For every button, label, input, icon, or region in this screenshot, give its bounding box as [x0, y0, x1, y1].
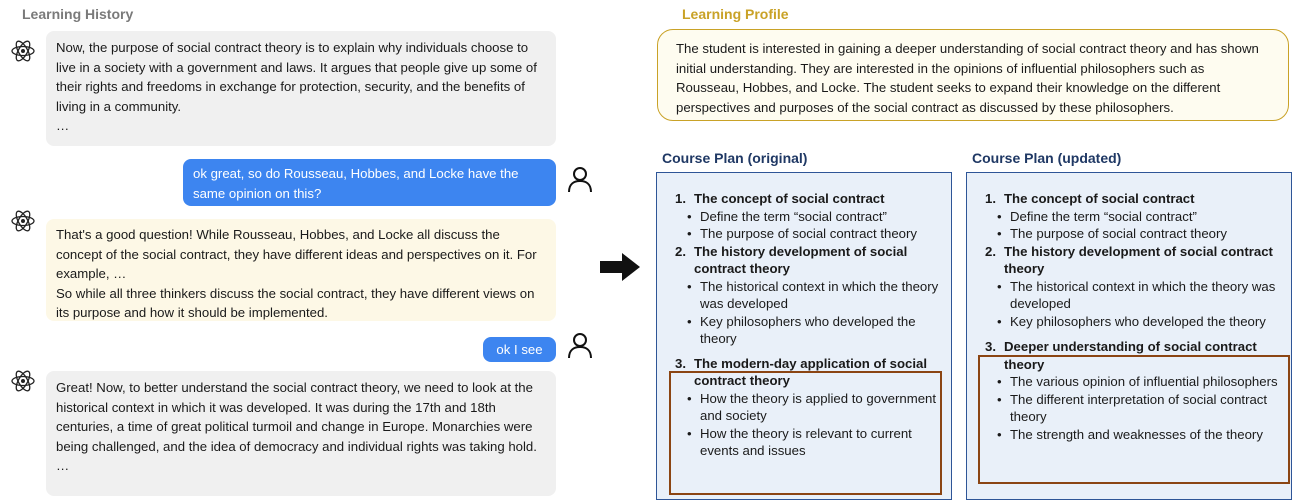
section-heading: The modern-day application of social con… — [694, 355, 928, 389]
bullet-text: Key philosophers who developed the theor… — [700, 313, 916, 347]
user-avatar-icon — [568, 333, 592, 359]
course-plan-original-title: Course Plan (original) — [662, 150, 808, 166]
bot-message: Now, the purpose of social contract theo… — [46, 31, 556, 146]
message-text: So while all three thinkers discuss the … — [56, 285, 535, 321]
section-number: 3. — [675, 355, 686, 371]
plan-section: 3. The modern-day application of social c… — [675, 355, 939, 460]
bullet-text: Key philosophers who developed the theor… — [1010, 313, 1266, 329]
section-number: 2. — [675, 243, 686, 259]
bullet-glyph: • — [687, 313, 692, 329]
section-heading: The history development of social contra… — [694, 243, 908, 277]
bullet-glyph: • — [687, 208, 692, 224]
bullet-text: How the theory is applied to government … — [700, 390, 937, 424]
bullet-text: The purpose of social contract theory — [700, 226, 917, 241]
course-plan-updated: 1. The concept of social contract • Define… — [966, 172, 1292, 500]
course-plan-updated-title: Course Plan (updated) — [972, 150, 1122, 166]
bullet-text: How the theory is relevant to current ev… — [700, 425, 912, 459]
plan-section: 2. The history development of social cont… — [675, 243, 939, 348]
bullet-glyph: • — [997, 391, 1002, 407]
bot-message: Great! Now, to better understand the soc… — [46, 371, 556, 496]
section-number: 2. — [985, 243, 996, 259]
atom-bot-icon — [11, 40, 35, 62]
bullet-text: Define the term “social contract” — [700, 208, 887, 224]
user-avatar-icon — [568, 167, 592, 193]
bullet-glyph: • — [997, 208, 1002, 224]
user-message: ok great, so do Rousseau, Hobbes, and Lo… — [183, 159, 556, 206]
message-ellipsis: … — [56, 458, 70, 473]
message-text: Great! Now, to better understand the soc… — [56, 380, 537, 454]
plan-section: 1. The concept of social contract • Define… — [985, 190, 1279, 243]
learning-profile-title: Learning Profile — [682, 6, 789, 22]
bullet-text: Define the term “social contract” — [1010, 208, 1197, 224]
right-arrow-icon — [600, 253, 640, 281]
bullet-text: The various opinion of influential philo… — [1010, 374, 1278, 389]
bullet-glyph: • — [997, 426, 1002, 442]
message-text: ok great, so do Rousseau, Hobbes, and Lo… — [193, 166, 519, 201]
message-ellipsis: … — [56, 118, 70, 133]
bullet-text: The historical context in which the theo… — [700, 278, 939, 312]
learning-history-title: Learning History — [22, 6, 134, 22]
bullet-glyph: • — [687, 425, 692, 441]
learning-profile-text: The student is interested in gaining a d… — [676, 41, 1259, 115]
bullet-text: The different interpretation of social c… — [1010, 391, 1268, 425]
highlight-frame-original-section-3 — [669, 371, 942, 495]
bullet-glyph: • — [997, 313, 1002, 329]
bullet-glyph: • — [687, 390, 692, 406]
atom-bot-icon — [11, 210, 35, 232]
message-text: That's a good question! While Rousseau, … — [56, 227, 537, 281]
message-text: ok I see — [496, 342, 543, 357]
plan-section: 1. The concept of social contract • Define… — [675, 190, 939, 243]
section-number: 3. — [985, 339, 996, 354]
learning-profile-box: The student is interested in gaining a d… — [657, 29, 1289, 121]
bullet-text: The strength and weaknesses of the theor… — [1010, 426, 1263, 442]
bullet-text: The historical context in which the theo… — [1010, 278, 1276, 312]
atom-bot-icon — [11, 370, 35, 392]
user-message: ok I see — [483, 337, 556, 362]
bullet-glyph: • — [687, 278, 692, 294]
bot-message: That's a good question! While Rousseau, … — [46, 219, 556, 321]
plan-section: 2. The history development of social cont… — [985, 243, 1279, 331]
section-number: 1. — [675, 191, 686, 206]
bullet-glyph: • — [997, 226, 1002, 241]
section-heading: The concept of social contract — [1004, 191, 1195, 206]
bullet-glyph: • — [687, 226, 692, 241]
message-text: Now, the purpose of social contract theo… — [56, 40, 537, 114]
section-heading: Deeper understanding of social contract … — [1004, 339, 1257, 372]
section-heading: The concept of social contract — [694, 191, 885, 206]
bullet-glyph: • — [997, 278, 1002, 294]
section-heading: The history development of social contra… — [1004, 243, 1273, 277]
highlight-frame-updated-section-3 — [978, 355, 1290, 484]
bullet-glyph: • — [997, 374, 1002, 389]
section-number: 1. — [985, 191, 996, 206]
bullet-text: The purpose of social contract theory — [1010, 226, 1227, 241]
course-plan-original: 1. The concept of social contract • Define… — [656, 172, 952, 500]
plan-section: 3. Deeper understanding of social contrac… — [985, 338, 1279, 443]
